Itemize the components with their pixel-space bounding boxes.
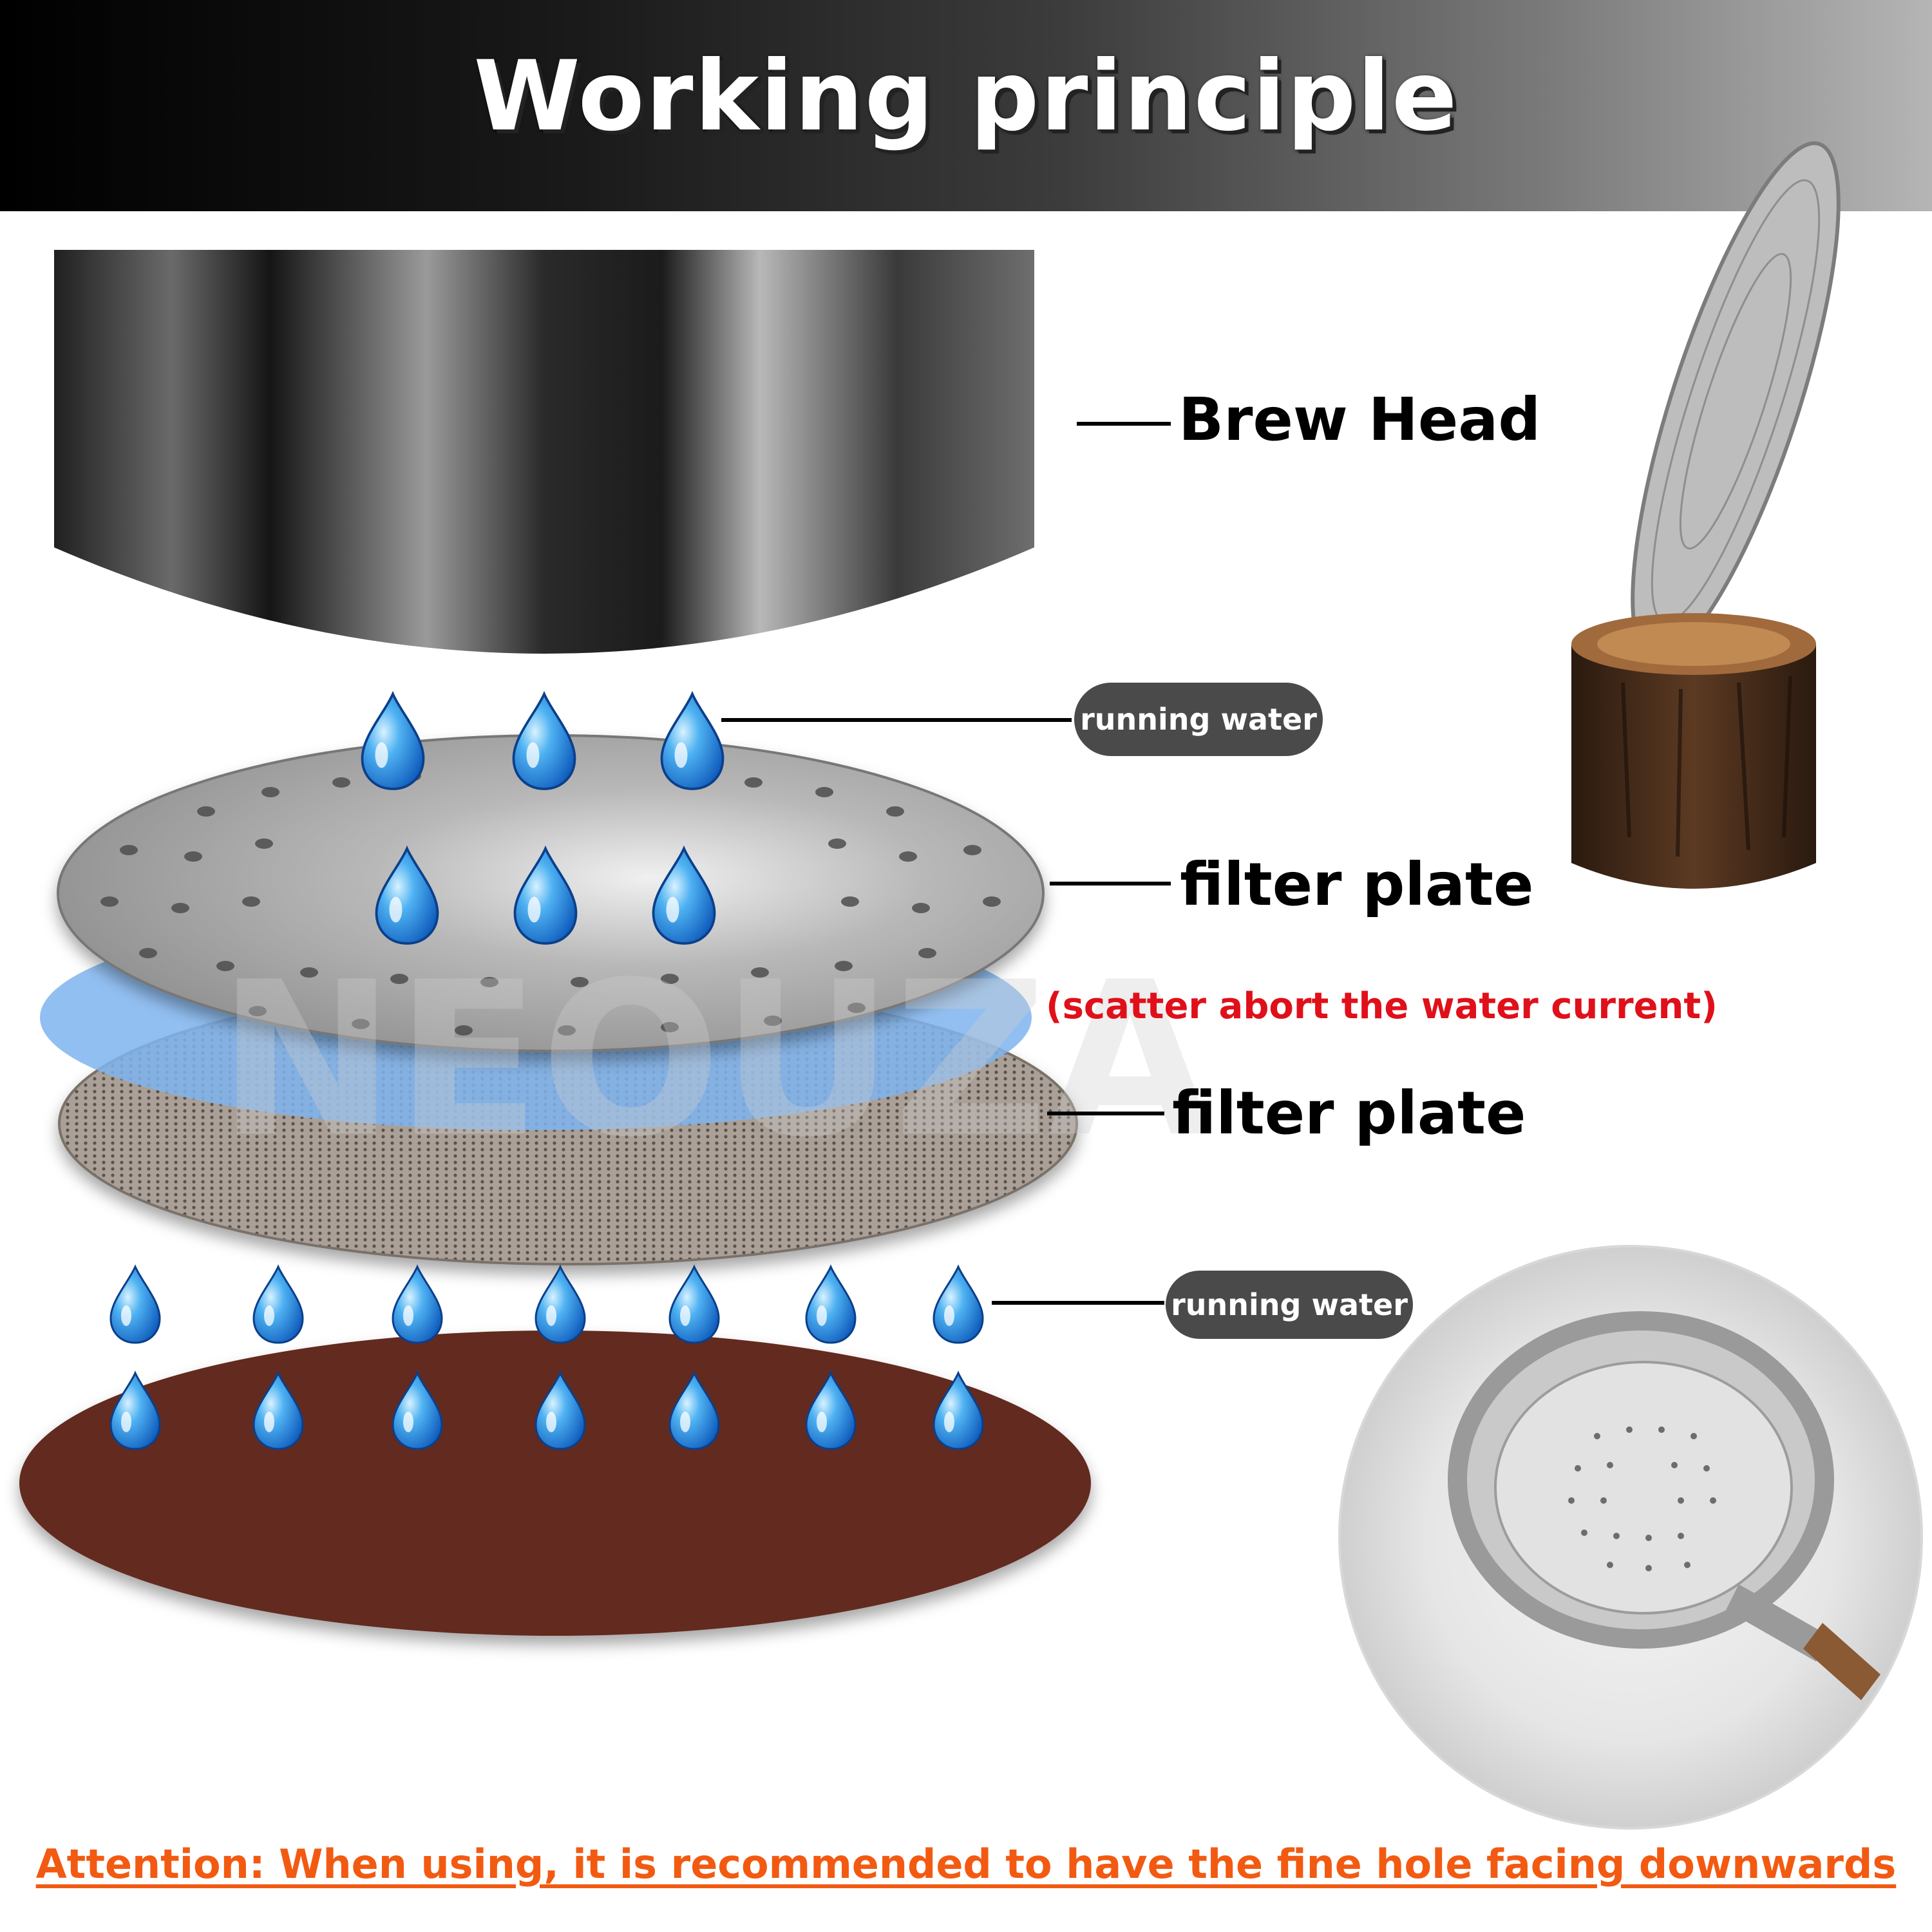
page-title: Working principle — [473, 41, 1459, 153]
water-drop-icon — [535, 1265, 586, 1344]
water-drop-icon — [668, 1265, 720, 1344]
water-drop-icon — [252, 1265, 304, 1344]
leader-lines — [721, 422, 1171, 1305]
watermark-text: NEOUZA — [218, 936, 1214, 1184]
running-water-label-bottom: running water — [1166, 1271, 1413, 1339]
water-drop-icon — [933, 1265, 984, 1344]
water-drop-icon — [392, 1265, 443, 1344]
running-water-label-top: running water — [1074, 683, 1323, 756]
water-drop-icon — [109, 1265, 161, 1344]
product-photo-portafilter — [1338, 1245, 1923, 1830]
header-bar — [0, 0, 1932, 211]
water-drop-icon — [512, 692, 576, 790]
water-drop-icon — [805, 1265, 857, 1344]
filter-plate-label-bottom: filter plate — [1172, 1079, 1526, 1148]
water-drop-icon — [361, 692, 425, 790]
product-photo-stump — [1571, 141, 1841, 889]
scatter-note: (scatter abort the water current) — [1046, 985, 1718, 1027]
attention-note: Attention: When using, it is recommended… — [35, 1841, 1897, 1888]
filter-plate-label-top: filter plate — [1180, 850, 1534, 919]
brew-head-label: Brew Head — [1179, 385, 1541, 454]
water-drop-icon — [660, 692, 724, 790]
brew-head — [54, 250, 1034, 654]
